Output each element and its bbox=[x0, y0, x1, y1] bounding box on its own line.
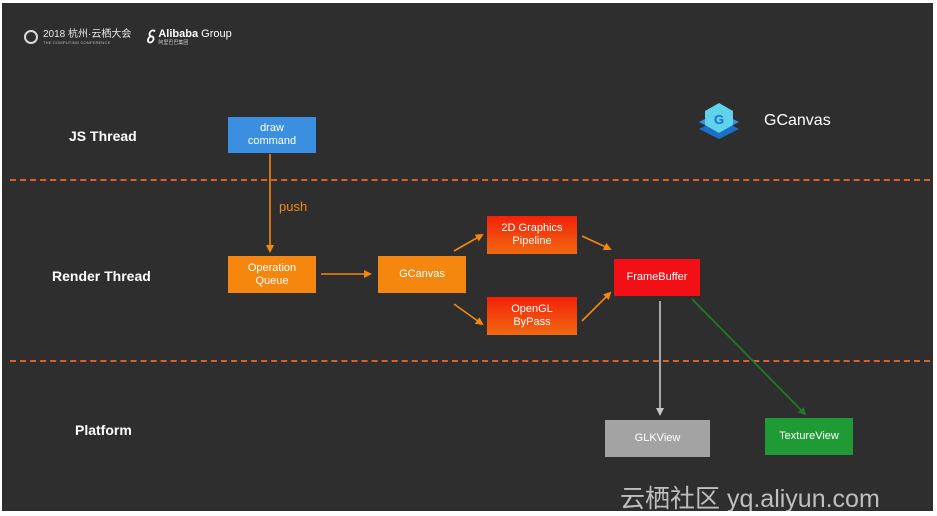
lane-divider-render-platform bbox=[10, 360, 930, 362]
diagram-edges bbox=[266, 154, 807, 416]
node-opengl-bypass: OpenGL ByPass bbox=[487, 297, 577, 335]
node-framebuffer: FrameBuffer bbox=[614, 259, 700, 296]
node-draw-command: draw command bbox=[228, 117, 316, 153]
node-glkview: GLKView bbox=[605, 420, 710, 457]
conference-logo: 2018 杭州·云栖大会 THE COMPUTING CONFERENCE bbox=[24, 29, 131, 46]
company-subtitle: 阿里巴巴集团 bbox=[158, 40, 189, 46]
lane-label-js-thread: JS Thread bbox=[69, 128, 137, 144]
node-gcanvas: GCanvas bbox=[378, 256, 466, 293]
gcanvas-product-name: GCanvas bbox=[764, 112, 831, 129]
alibaba-mark-icon: ꗏ bbox=[145, 27, 155, 47]
company-name-rest: Group bbox=[198, 28, 232, 40]
lane-label-render-thread: Render Thread bbox=[52, 268, 151, 284]
edge-pipeline-to-framebuffer bbox=[581, 235, 612, 251]
conference-title: 2018 杭州·云栖大会 bbox=[43, 28, 132, 40]
edge-opengl-to-framebuffer bbox=[581, 291, 612, 322]
gcanvas-logo-icon: G bbox=[699, 103, 739, 139]
conference-emblem-icon bbox=[24, 30, 38, 44]
node-2d-graphics-pipeline: 2D Graphics Pipeline bbox=[487, 216, 577, 254]
edge-gcanvas-to-pipeline bbox=[453, 234, 484, 252]
node-operation-queue: Operation Queue bbox=[228, 256, 316, 293]
lane-label-platform: Platform bbox=[75, 422, 132, 438]
gcanvas-logo-letter: G bbox=[714, 112, 724, 127]
watermark: 云栖社区 yq.aliyun.com bbox=[620, 485, 880, 511]
company-name-bold: Alibaba bbox=[158, 28, 199, 40]
edge-framebuffer-to-textureview bbox=[691, 298, 807, 416]
edge-label-push: push bbox=[279, 199, 308, 214]
diagram-slide: 2018 杭州·云栖大会 THE COMPUTING CONFERENCE ꗏ … bbox=[2, 3, 933, 511]
header-logos: 2018 杭州·云栖大会 THE COMPUTING CONFERENCE ꗏ … bbox=[24, 25, 232, 49]
conference-subtitle: THE COMPUTING CONFERENCE bbox=[43, 39, 111, 45]
node-textureview: TextureView bbox=[765, 418, 853, 455]
edge-gcanvas-to-opengl bbox=[453, 303, 484, 326]
lane-divider-js-render bbox=[10, 179, 930, 181]
alibaba-logo: ꗏ Alibaba Group 阿里巴巴集团 bbox=[145, 28, 231, 46]
